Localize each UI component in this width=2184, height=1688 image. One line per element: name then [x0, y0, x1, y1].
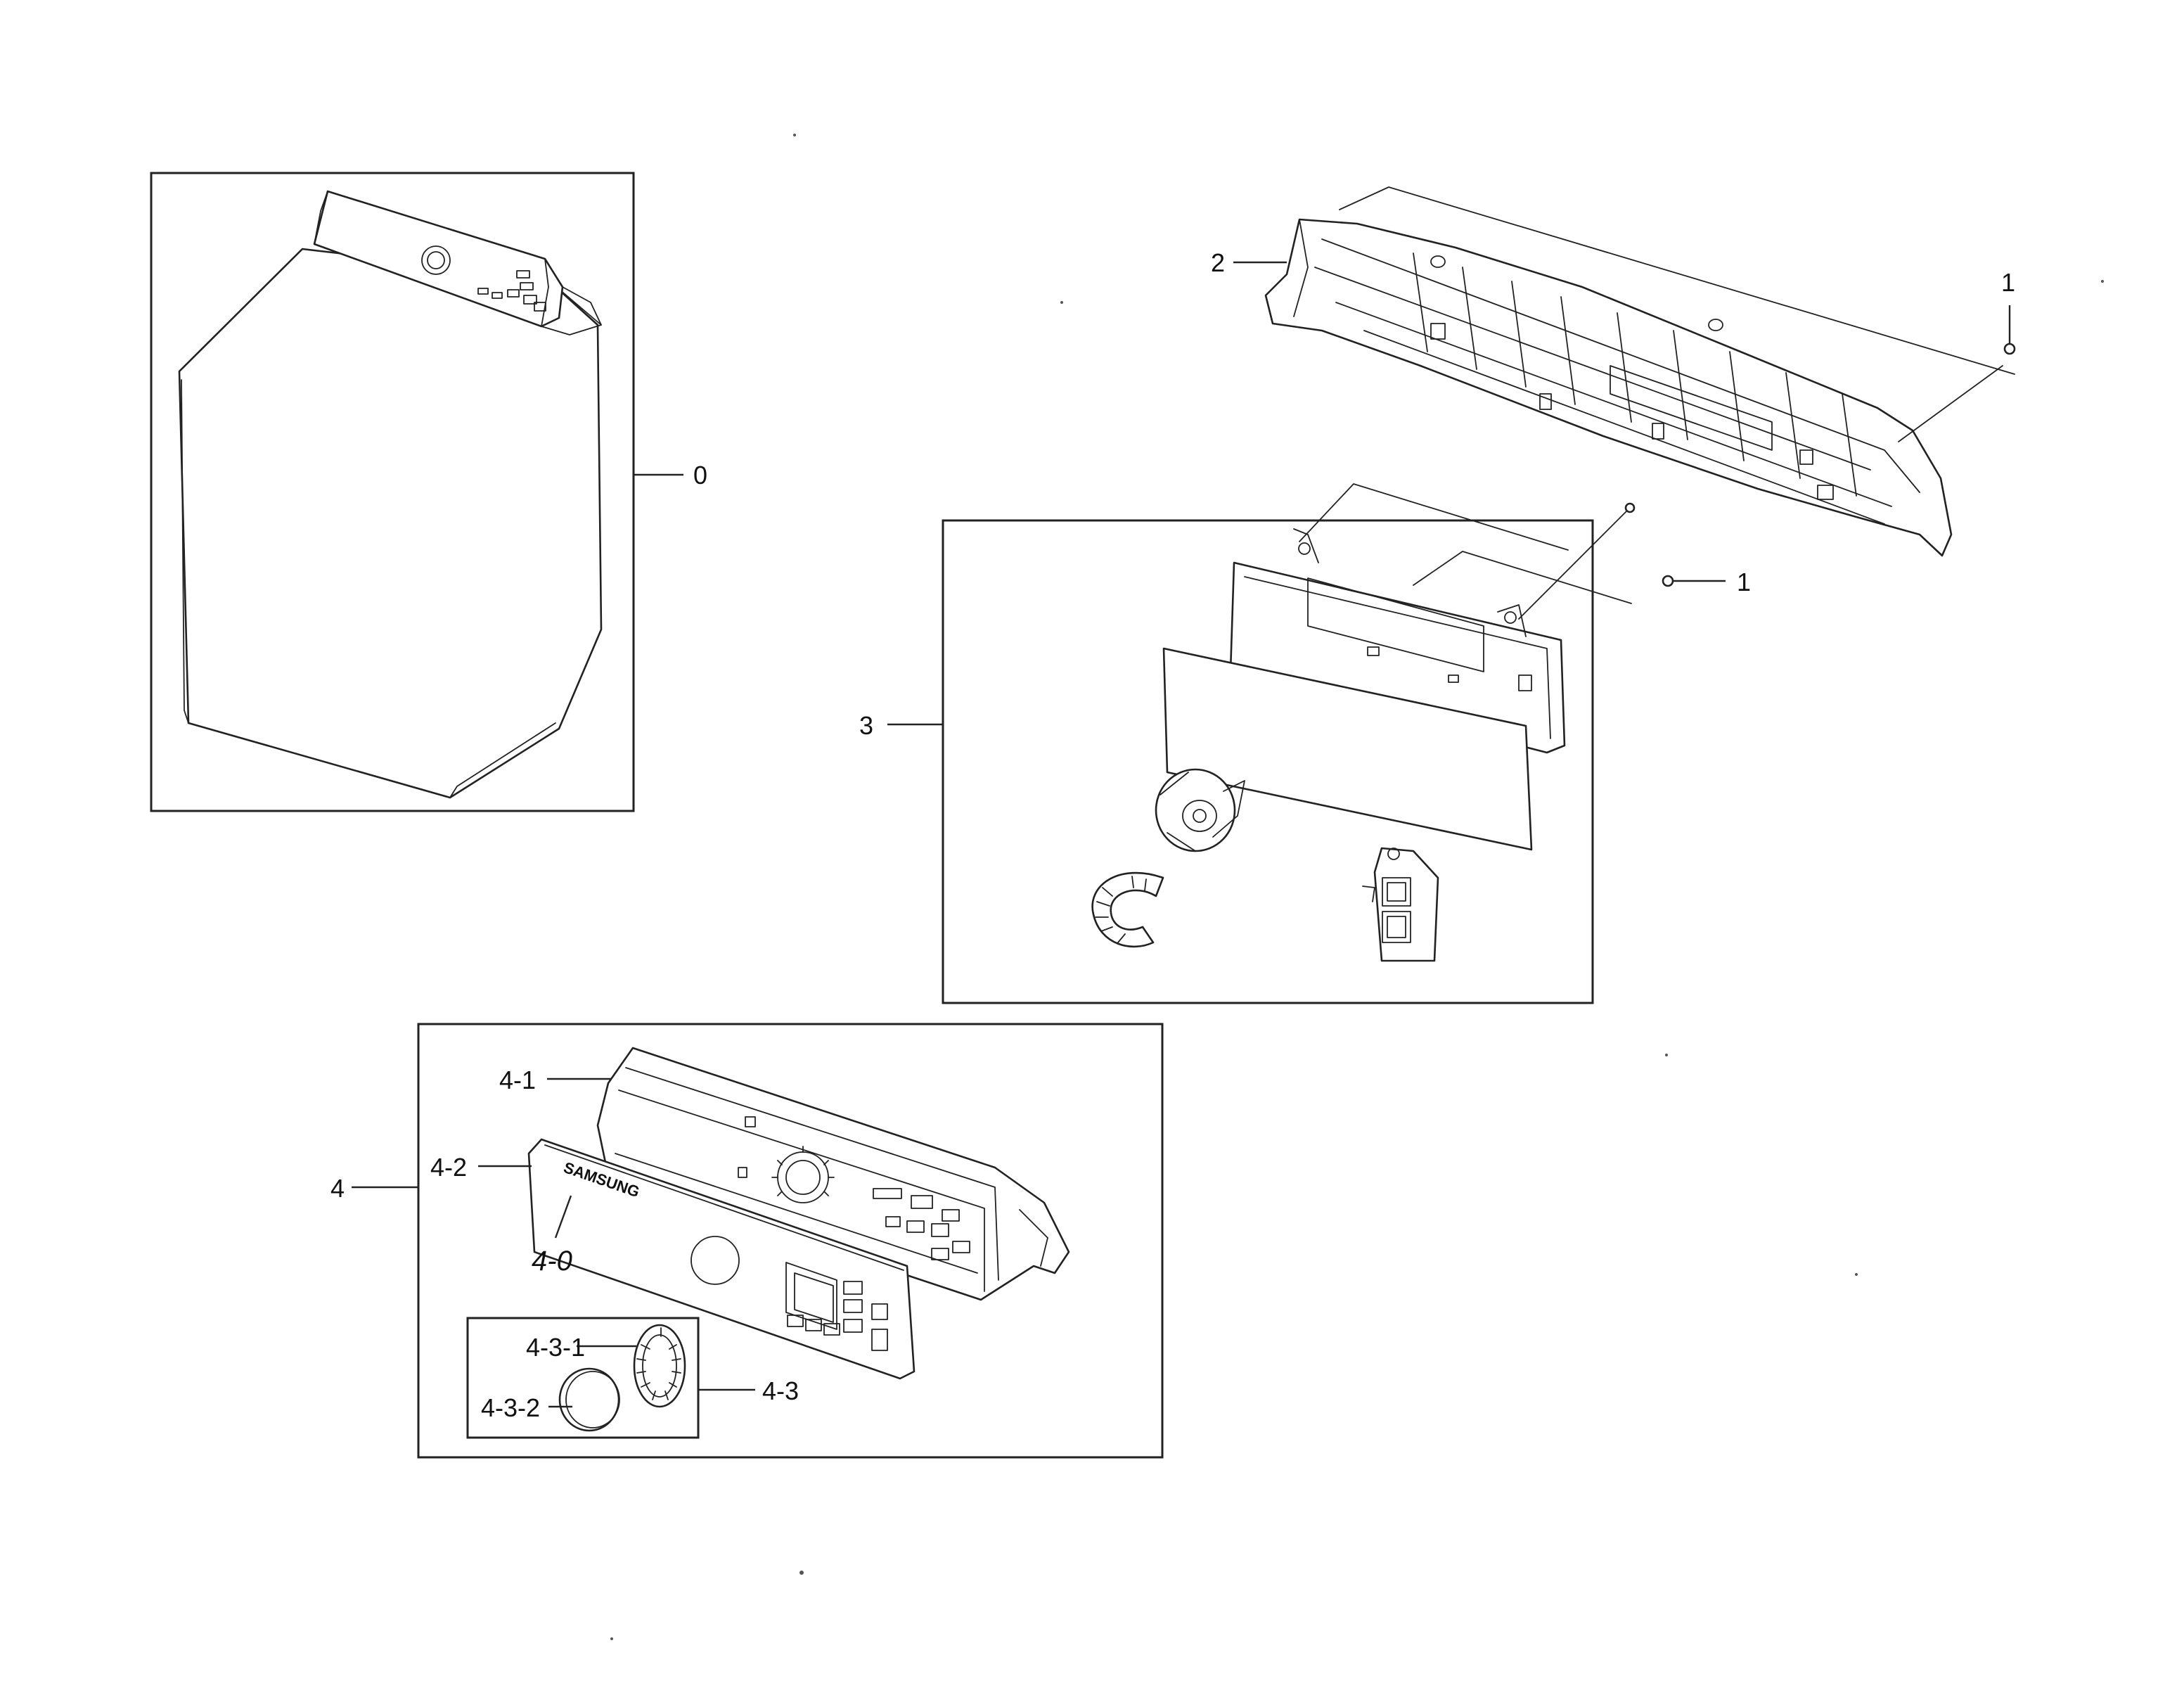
assembly-4-control-panel: 4-1 SAMSUNG 4-2 4-0 4: [330, 1023, 1164, 1459]
frame-assembly-0: [150, 172, 635, 812]
callout-1-mid: 1: [1737, 568, 1751, 596]
frame-assembly-4-3: [466, 1317, 700, 1439]
ring-part: [1091, 871, 1164, 948]
pcb-board: [1162, 647, 1533, 851]
panel-knob-hole: [690, 1236, 740, 1285]
display-window: [785, 1262, 837, 1330]
pcb-bracket: [1229, 561, 1566, 754]
power-switch: [1362, 847, 1439, 962]
scan-specks: [610, 134, 2104, 1640]
callout-4-2: 4-2: [430, 1153, 467, 1182]
knob-ring: [633, 1324, 686, 1408]
lid-body: [178, 248, 603, 799]
callout-3: 3: [859, 711, 873, 740]
callout-1-top: 1: [2001, 268, 2015, 297]
callout-2: 2: [1211, 248, 1225, 277]
part-4-2-front-panel: SAMSUNG 4-2 4-0: [430, 1138, 916, 1380]
assembly-3-pcb: 1 3: [859, 483, 1751, 1004]
screw-icon: [1662, 575, 1674, 587]
callout-4-3: 4-3: [762, 1376, 799, 1405]
knob-cap: [558, 1367, 620, 1432]
callout-0: 0: [693, 461, 707, 490]
part-2-top-frame: 2: [1211, 186, 2015, 557]
screw-icon: [2003, 343, 2016, 355]
callout-4: 4: [330, 1174, 345, 1203]
callout-4-1: 4-1: [499, 1066, 536, 1094]
callout-4-0: 4-0: [532, 1246, 572, 1277]
encoder-knob: [1155, 768, 1245, 852]
callout-4-3-2: 4-3-2: [481, 1393, 540, 1422]
part-4-3-knob-assembly: 4-3-1 4-3-2 4-3: [466, 1317, 799, 1439]
frame-assembly-4: [417, 1023, 1164, 1459]
frame-assembly-3: [942, 519, 1594, 1004]
machine-dial: [421, 245, 451, 275]
part-4-1-panel-housing: 4-1: [499, 1047, 1070, 1301]
part-1-screw-top: 1: [2001, 268, 2016, 355]
assembly-0-machine: 0: [150, 172, 707, 812]
callout-4-3-1: 4-3-1: [526, 1333, 585, 1362]
top-frame-body: [1264, 218, 1953, 557]
